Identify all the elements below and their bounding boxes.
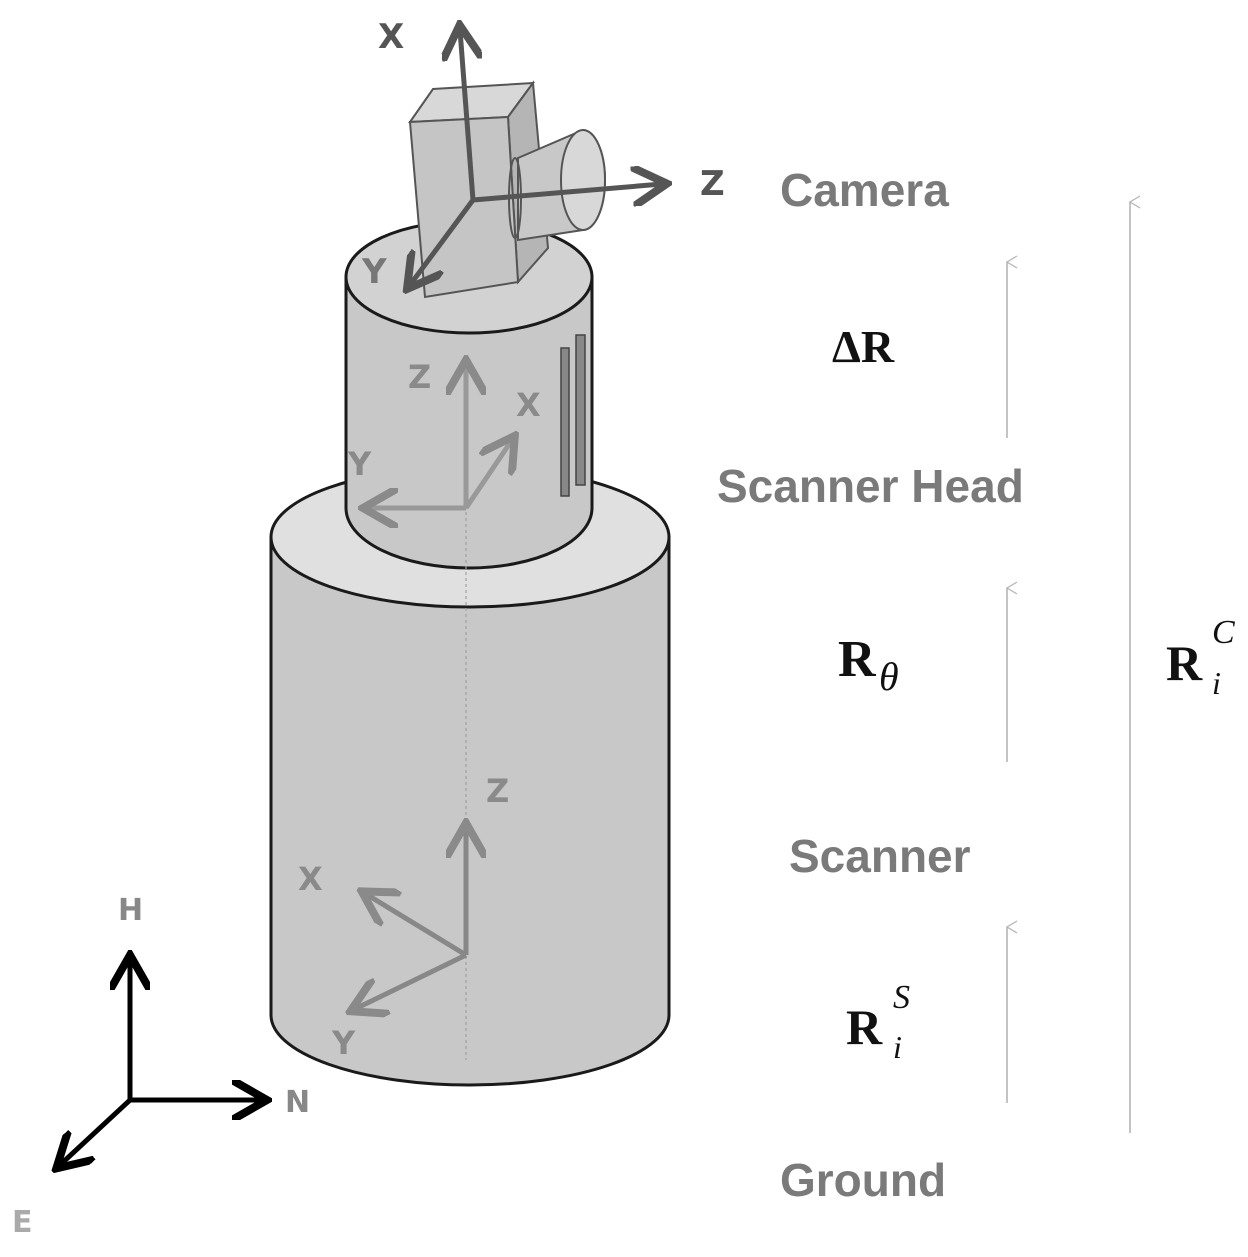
camera-x-axis <box>460 30 473 201</box>
scanner-axes <box>355 828 466 1009</box>
head-x-label: X <box>516 386 541 424</box>
head-y-label: Y <box>347 445 372 483</box>
transform-arrows <box>1005 195 1141 1133</box>
head-x-axis <box>463 440 512 510</box>
scanner-y-label: Y <box>331 1024 356 1062</box>
rotation-label-r-i-c: R i C <box>1166 614 1235 701</box>
frame-label-camera: Camera <box>780 164 949 216</box>
world-e-axis <box>60 1098 132 1165</box>
world-n-label: N <box>285 1085 310 1120</box>
r-i-s-sup: S <box>893 979 910 1016</box>
rotation-label-r-i-s: R i S <box>846 979 910 1065</box>
r-i-s-sub: i <box>893 1029 902 1065</box>
frame-label-ground: Ground <box>780 1154 946 1206</box>
scanner-x-axis <box>366 894 468 958</box>
r-i-c-sup: C <box>1212 614 1235 651</box>
head-slot-right <box>575 334 586 486</box>
head-slot-left <box>560 347 570 497</box>
scanner-x-label: X <box>298 860 323 898</box>
camera-x-label: X <box>378 17 404 57</box>
r-i-c-sub: i <box>1212 665 1221 701</box>
world-axes <box>60 960 262 1165</box>
r-theta-sub: θ <box>879 654 899 699</box>
r-i-c-base: R <box>1166 635 1203 691</box>
camera-z-axis <box>472 184 662 200</box>
camera-axes <box>410 30 662 285</box>
world-e-label: E <box>12 1205 33 1240</box>
head-axes <box>368 365 512 508</box>
camera-z-label: Z <box>700 164 725 204</box>
scanner-z-label: Z <box>486 772 509 810</box>
rotation-label-r-theta: R θ <box>838 631 899 699</box>
r-i-s-base: R <box>846 999 883 1055</box>
frame-label-scanner-head: Scanner Head <box>717 460 1024 512</box>
scanner-y-axis <box>355 952 468 1009</box>
rotation-label-delta-r: ΔR <box>832 321 895 372</box>
camera-y-label: Y <box>361 252 387 292</box>
head-z-label: Z <box>408 358 431 396</box>
frame-label-scanner: Scanner <box>789 830 971 882</box>
world-h-label: H <box>118 893 143 928</box>
camera-y-axis <box>410 198 476 285</box>
r-theta-base: R <box>838 631 877 688</box>
